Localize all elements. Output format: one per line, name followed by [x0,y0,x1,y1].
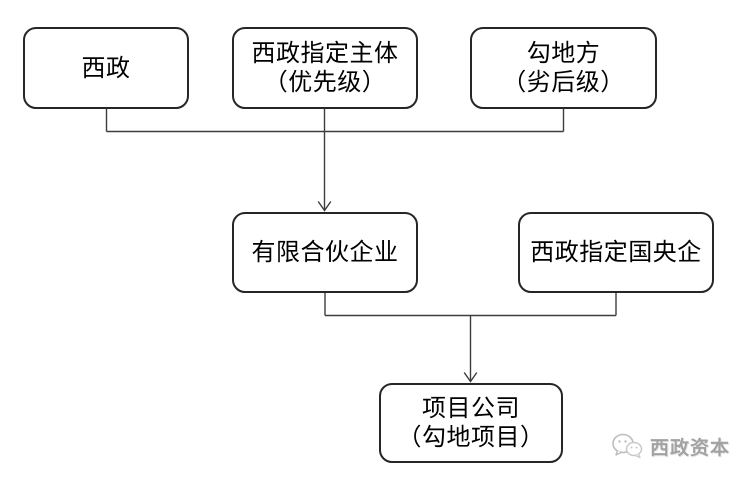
node-xizheng-designated-entity: 西政指定主体 （优先级） [232,27,418,109]
node-xizheng: 西政 [23,27,189,109]
brand-watermark: 西政资本 [611,432,730,460]
node-land-acquiring-party-label: 勾地方 （劣后级） [502,40,625,96]
arrow-to-project-head [463,372,478,383]
node-land-acquiring-party: 勾地方 （劣后级） [470,27,657,109]
node-xizheng-designated-entity-label: 西政指定主体 （优先级） [251,40,399,96]
brand-watermark-text: 西政资本 [650,437,731,459]
node-project-company-label: 项目公司 （勾地项目） [397,395,545,451]
node-limited-partnership-label: 有限合伙企业 [251,239,399,266]
wechat-bubbles-icon [612,433,643,459]
node-xizheng-label: 西政 [81,54,131,82]
node-xizheng-designated-soe-label: 西政指定国央企 [530,239,702,266]
arrow-to-partnership-head [317,201,332,212]
node-limited-partnership: 有限合伙企业 [232,212,418,293]
node-project-company: 项目公司 （勾地项目） [379,383,563,463]
node-xizheng-designated-soe: 西政指定国央企 [518,212,714,293]
